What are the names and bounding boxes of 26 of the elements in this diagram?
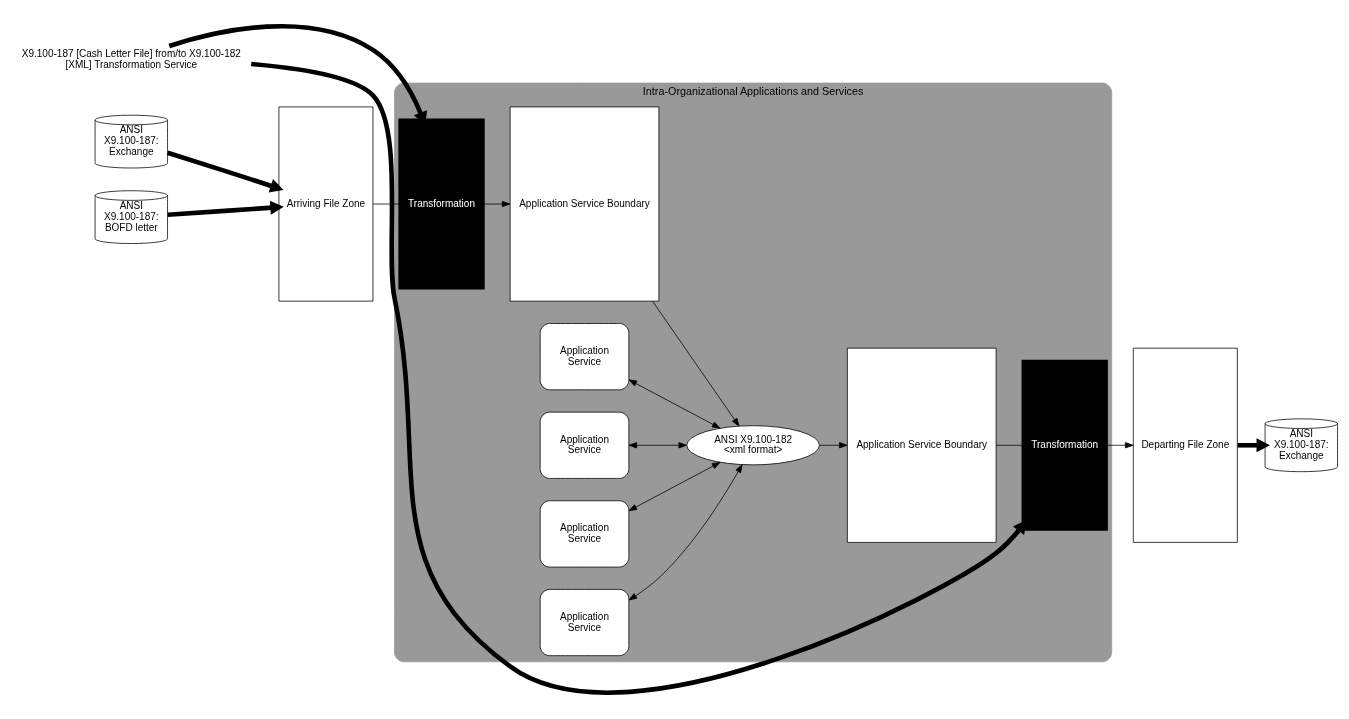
node-box: Transformation (1021, 359, 1108, 531)
connector (372, 203, 401, 205)
arrow (628, 464, 743, 601)
arrow (652, 301, 740, 427)
node-text: X9.100-187 [Cash Letter File] from/to X9.100-182 [XML] Transformation Service (21, 48, 241, 70)
arrow (628, 462, 721, 512)
arrow (251, 61, 1027, 695)
arrow (628, 442, 687, 449)
node-box: Application Service (539, 323, 630, 391)
node-box: Application Service Boundary (846, 347, 997, 543)
arrow (628, 379, 721, 429)
arrow (819, 442, 848, 449)
arrow (167, 200, 284, 218)
arrow (166, 150, 284, 193)
node-box: Application Service (539, 500, 630, 568)
node-box: Application Service (539, 411, 630, 479)
node-box: Application Service Boundary (509, 106, 660, 302)
node-box: Departing File Zone (1132, 347, 1238, 543)
arrow (1105, 442, 1134, 449)
node-box: Arriving File Zone (278, 106, 374, 302)
node-box: Transformation (398, 118, 485, 290)
arrow (482, 200, 511, 208)
node-ellipse: ANSI X9.100-182 <xml format> (686, 425, 820, 466)
connector (995, 444, 1025, 446)
arrow (1237, 438, 1270, 453)
node-box: Application Service (539, 589, 630, 657)
